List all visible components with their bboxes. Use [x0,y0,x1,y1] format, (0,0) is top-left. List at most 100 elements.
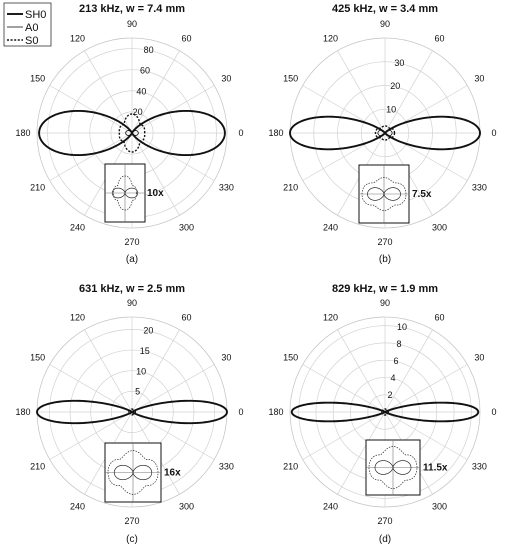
angle-label: 120 [70,313,85,323]
radial-tick-label: 10 [136,366,146,376]
radial-tick-label: 2 [387,390,392,400]
radial-tick-label: 20 [133,107,143,117]
angle-label: 180 [15,128,30,138]
angle-label: 150 [30,74,45,84]
series-a0-curve [125,130,139,136]
inset-series-s0-curve [107,450,159,495]
polar-panel-4: 829 kHz, w = 1.9 mm(d)246810030609012015… [268,283,496,545]
angle-label: 270 [124,237,139,247]
grid-spoke [131,132,215,181]
grid-spoke [302,411,386,460]
angle-label: 300 [432,222,447,232]
inset-series-a0-curve [111,187,139,199]
angle-label: 0 [238,128,243,138]
grid-spoke [49,85,133,134]
zoom-factor-label: 16x [164,468,181,479]
angle-label: 180 [268,407,283,417]
series-s0-curve [374,125,396,141]
angle-label: 90 [380,19,390,29]
panel-title: 425 kHz, w = 3.4 mm [332,3,438,15]
inset-series-a0-curve [374,460,412,475]
panel-caption: (a) [126,254,138,265]
angle-label: 270 [124,516,139,526]
angle-label: 120 [70,34,85,44]
radial-tick-label: 60 [140,66,150,76]
angle-label: 210 [283,462,298,472]
grid-spoke [131,411,215,460]
radial-tick-label: 4 [390,373,395,383]
grid-spoke [384,50,433,134]
series-sh0-curve [38,109,226,157]
angle-label: 330 [472,462,487,472]
angle-label: 330 [472,183,487,193]
angle-label: 300 [179,501,194,511]
angle-label: 0 [238,407,243,417]
zoom-factor-label: 7.5x [412,189,432,200]
angle-label: 60 [181,313,191,323]
grid-spoke [49,132,133,181]
legend-label-a0: A0 [25,22,38,34]
angle-label: 30 [221,74,231,84]
series-s0-curve [127,408,136,416]
grid-spoke [131,364,215,413]
radial-tick-label: 40 [136,86,146,96]
legend-label-sh0: SH0 [25,9,46,21]
panel-caption: (d) [379,534,391,545]
angle-label: 240 [323,501,338,511]
angle-label: 180 [268,128,283,138]
grid-spoke [84,329,133,413]
radial-tick-label: 30 [394,58,404,68]
polar-panel-1: 213 kHz, w = 7.4 mm(a)204060800306090120… [15,3,243,265]
angle-label: 30 [474,74,484,84]
zoom-factor-label: 10x [147,188,164,199]
inset-series-a0-curve [367,187,401,201]
angle-label: 210 [283,183,298,193]
legend-label-s0: S0 [25,35,38,47]
angle-label: 210 [30,183,45,193]
grid-spoke [131,85,215,134]
angle-label: 180 [15,407,30,417]
radial-tick-label: 15 [140,346,150,356]
angle-label: 30 [221,353,231,363]
angle-label: 60 [434,34,444,44]
grid-spoke [384,329,433,413]
inset-series-a0-curve [113,464,153,481]
grid-spoke [131,132,180,216]
series-a0-curve [128,410,136,414]
grid-spoke [384,364,468,413]
zoom-factor-label: 11.5x [423,463,448,474]
angle-label: 120 [323,34,338,44]
series-a0-curve [381,410,389,414]
polar-panel-3: 631 kHz, w = 2.5 mm(c)510152003060901201… [15,283,243,545]
panel-title: 829 kHz, w = 1.9 mm [332,283,438,295]
angle-label: 120 [323,313,338,323]
grid-spoke [337,50,386,134]
radial-tick-label: 6 [393,356,398,366]
angle-label: 150 [283,353,298,363]
polar-panel-2: 425 kHz, w = 3.4 mm(b)102030030609012015… [268,3,496,265]
radial-tick-label: 8 [396,339,401,349]
angle-label: 240 [70,501,85,511]
angle-label: 300 [179,222,194,232]
angle-label: 210 [30,462,45,472]
angle-label: 270 [377,516,392,526]
grid-spoke [84,50,133,134]
angle-label: 30 [474,353,484,363]
grid-spoke [337,329,386,413]
panel-caption: (b) [379,254,391,265]
angle-label: 90 [380,298,390,308]
angle-label: 60 [434,313,444,323]
series-s0-curve [118,113,146,153]
radial-tick-label: 20 [143,326,153,336]
series-a0-curve [377,129,393,137]
angle-label: 60 [181,34,191,44]
grid-spoke [337,411,386,495]
panel-title: 213 kHz, w = 7.4 mm [79,3,185,15]
panel-caption: (c) [126,534,138,545]
angle-label: 0 [491,128,496,138]
radial-tick-label: 10 [397,322,407,332]
inset-series-s0-curve [361,177,407,211]
angle-label: 150 [30,353,45,363]
